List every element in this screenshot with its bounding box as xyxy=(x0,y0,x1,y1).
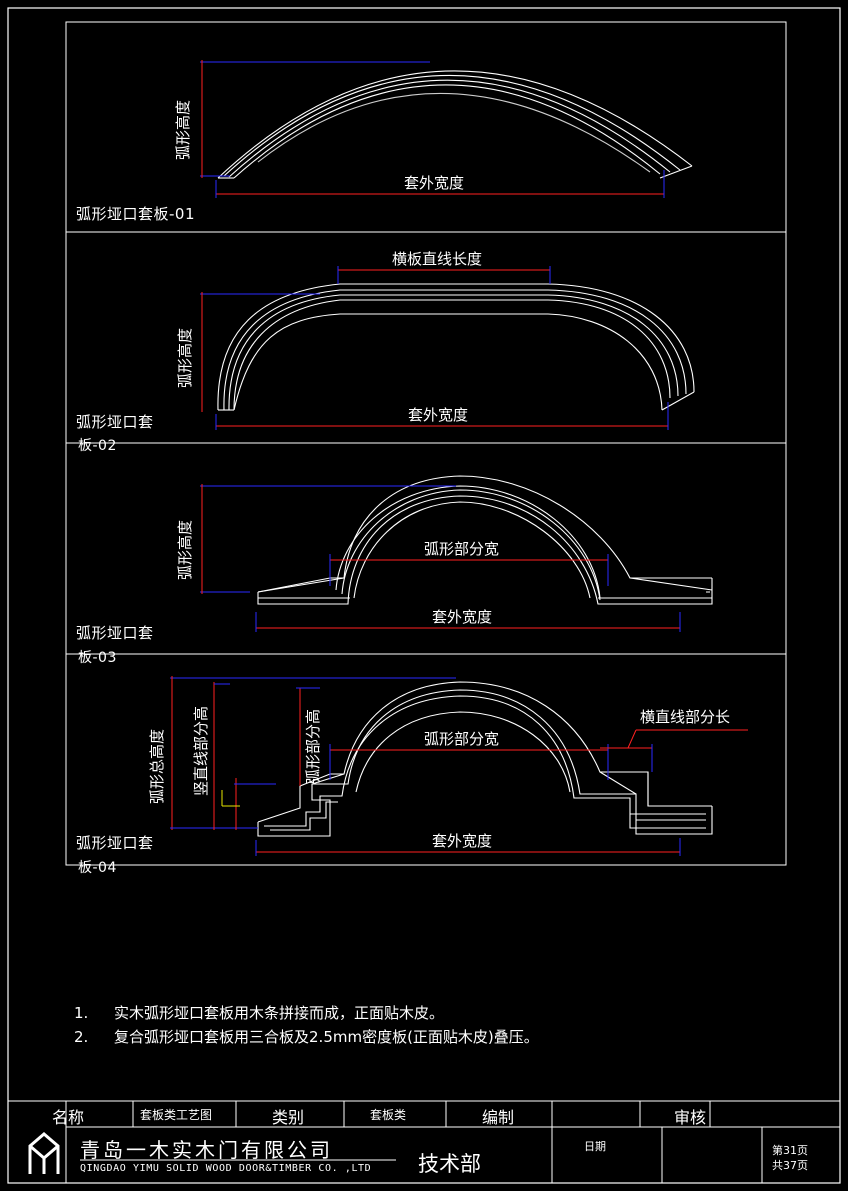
panel-2-caption-line1: 弧形垭口套 xyxy=(76,413,154,431)
panel-4-vertical-label: 竖直线部分高 xyxy=(192,705,210,796)
panel-1-drawing xyxy=(217,70,693,179)
panel-4-caption-line1: 弧形垭口套 xyxy=(76,834,154,852)
note-2-text: 复合弧形垭口套板用三合板及2.5mm密度板(正面贴木皮)叠压。 xyxy=(114,1028,539,1046)
panel-2-dimensions xyxy=(200,266,669,430)
panel-3-caption-line2: 板-03 xyxy=(78,650,117,666)
note-2: 2. 复合弧形垭口套板用三合板及2.5mm密度板(正面贴木皮)叠压。 xyxy=(74,1026,539,1047)
panel-3-dimensions xyxy=(200,484,681,632)
outer-frame xyxy=(7,7,841,1184)
company-logo xyxy=(28,1132,60,1174)
title-block-grid xyxy=(8,1100,840,1183)
note-2-number: 2. xyxy=(74,1028,89,1046)
review-label: 审核 xyxy=(674,1108,707,1127)
name-label: 名称 xyxy=(52,1108,85,1127)
note-1-text: 实木弧形垭口套板用木条拼接而成，正面贴木皮。 xyxy=(114,1004,445,1022)
edit-label: 编制 xyxy=(482,1108,515,1127)
category-value: 套板类 xyxy=(370,1108,407,1122)
panel-3-height-label: 弧形高度 xyxy=(176,519,194,580)
panel-1-width-label: 套外宽度 xyxy=(404,174,465,192)
panel-1-dimensions xyxy=(200,60,665,198)
panel-1-height-label: 弧形高度 xyxy=(174,99,192,160)
panel-2-width-label: 套外宽度 xyxy=(408,406,469,424)
panel-3-width-label: 套外宽度 xyxy=(432,608,493,626)
panel-4-total-height-label: 弧形总高度 xyxy=(148,728,166,804)
panel-2-top-label: 横板直线长度 xyxy=(392,250,483,268)
panel-3-caption-line1: 弧形垭口套 xyxy=(76,624,154,642)
panel-2-drawing xyxy=(217,283,695,411)
panel-3-arc-label: 弧形部分宽 xyxy=(424,540,500,558)
panel-2-height-label: 弧形高度 xyxy=(176,327,194,388)
panel-4-arc-height-label: 弧形部分高 xyxy=(304,708,322,784)
category-label: 类别 xyxy=(272,1108,305,1127)
note-1: 1. 实木弧形垭口套板用木条拼接而成，正面贴木皮。 xyxy=(74,1002,444,1023)
company-name-cn: 青岛一木实木门有限公司 xyxy=(80,1138,333,1162)
panel-2-caption-line2: 板-02 xyxy=(78,438,117,454)
panel-4-drawing xyxy=(257,681,713,837)
panel-4-dimensions xyxy=(170,676,748,856)
note-1-number: 1. xyxy=(74,1004,89,1022)
company-name-en: QINGDAO YIMU SOLID WOOD DOOR&TIMBER CO. … xyxy=(80,1163,372,1174)
name-value: 套板类工艺图 xyxy=(140,1108,213,1122)
date-label: 日期 xyxy=(584,1140,606,1153)
panel-4-horizontal-label: 横直线部分长 xyxy=(640,708,731,726)
page-total: 共37页 xyxy=(772,1159,808,1172)
panel-4-caption-line2: 板-04 xyxy=(78,860,117,876)
panel-4-width-label: 套外宽度 xyxy=(432,832,493,850)
department-label: 技术部 xyxy=(418,1152,481,1176)
panel-1-caption: 弧形垭口套板-01 xyxy=(76,205,196,223)
page-number: 第31页 xyxy=(772,1144,808,1157)
panel-4-arc-label: 弧形部分宽 xyxy=(424,730,500,748)
